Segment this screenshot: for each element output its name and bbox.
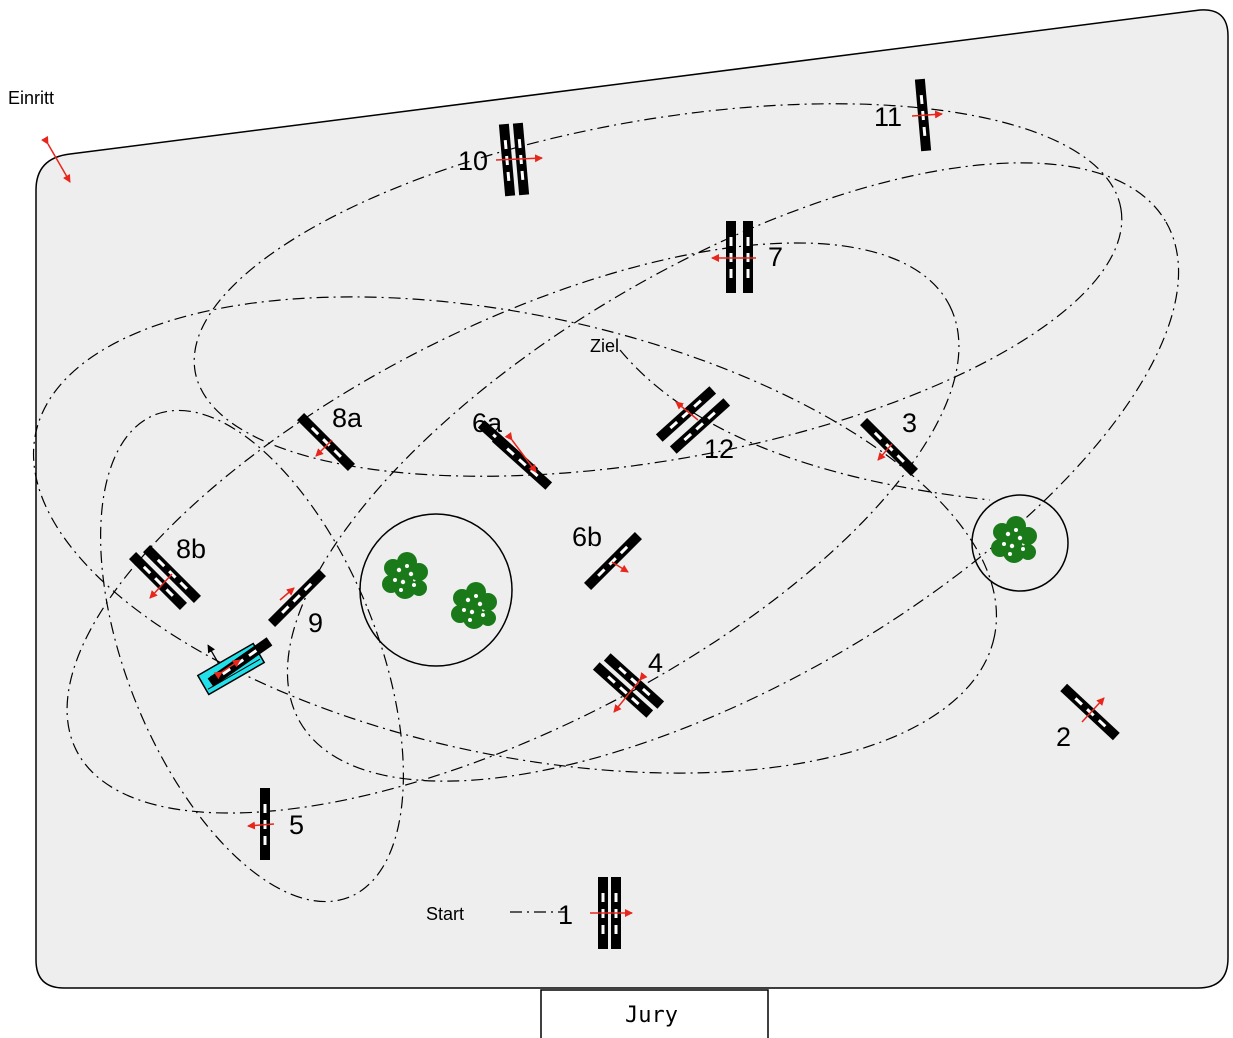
obstacle-7: 7 bbox=[711, 221, 783, 293]
tree-island-center bbox=[359, 513, 513, 667]
obstacle-number: 1 bbox=[558, 900, 573, 930]
obstacle-number: 7 bbox=[768, 242, 783, 272]
obstacle-6a: 6a bbox=[472, 408, 553, 490]
obstacle-11: 11 bbox=[874, 78, 943, 152]
vehicle-pole bbox=[207, 637, 273, 687]
obstacle-2: 2 bbox=[1056, 683, 1120, 752]
obstacle-1: 1 bbox=[558, 877, 633, 949]
obstacle-number: 10 bbox=[458, 146, 488, 176]
entrance-arrow bbox=[41, 135, 71, 183]
finish-label: Ziel bbox=[590, 336, 619, 356]
route-lines bbox=[32, 103, 1180, 913]
obstacle-number: 6a bbox=[472, 408, 503, 438]
obstacle-number: 3 bbox=[902, 408, 917, 438]
obstacle-3: 3 bbox=[860, 408, 918, 476]
obstacle-10: 10 bbox=[458, 122, 543, 197]
obstacle-number: 4 bbox=[648, 648, 663, 678]
start-label: Start bbox=[426, 904, 464, 924]
obstacle-number: 8a bbox=[332, 403, 363, 433]
obstacle-number: 2 bbox=[1056, 722, 1071, 752]
obstacle-number: 8b bbox=[176, 534, 206, 564]
obstacle-8a: 8a bbox=[297, 403, 363, 471]
obstacle-number: 11 bbox=[874, 102, 902, 132]
obstacle-number: 5 bbox=[289, 810, 304, 840]
tree-island-right bbox=[971, 494, 1069, 592]
obstacle-12: 12 bbox=[655, 386, 734, 464]
obstacle-5: 5 bbox=[247, 788, 304, 860]
entrance-label: Einritt bbox=[8, 88, 54, 108]
obstacle-6b: 6b bbox=[572, 522, 642, 590]
obstacle-number: 9 bbox=[308, 608, 323, 638]
obstacle-9: 9 bbox=[268, 569, 326, 638]
obstacle-8b: 8b bbox=[129, 534, 206, 610]
jury-box bbox=[540, 989, 769, 1038]
obstacle-number: 6b bbox=[572, 522, 602, 552]
obstacle-number: 12 bbox=[704, 434, 734, 464]
jury-label: Jury bbox=[625, 1003, 678, 1028]
obstacle-4: 4 bbox=[592, 648, 665, 718]
arena-boundary bbox=[35, 9, 1229, 989]
